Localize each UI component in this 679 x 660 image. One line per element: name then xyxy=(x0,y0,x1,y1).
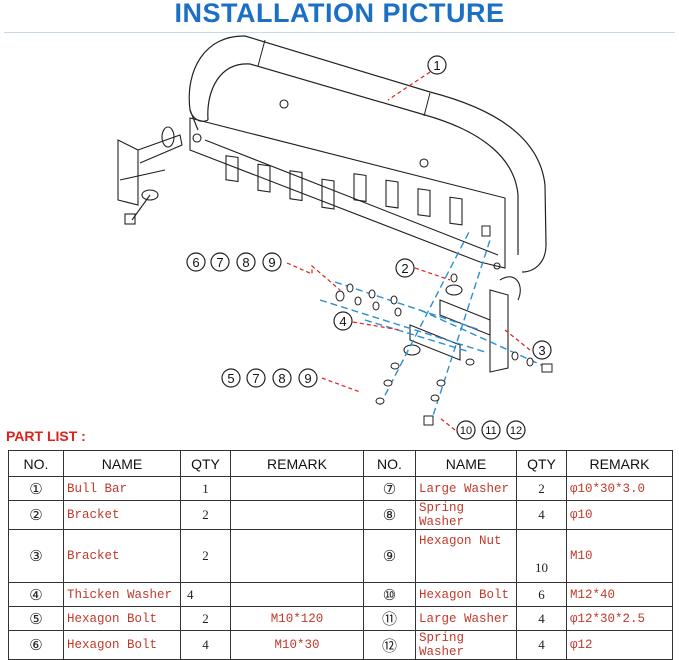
part-name: Hexagon Bolt xyxy=(63,630,181,660)
part-no: ⑥ xyxy=(8,630,64,660)
table-row: ④ Thicken Washer 4 ⑩ Hexagon Bolt 6 M12*… xyxy=(8,582,673,607)
header-no: NO. xyxy=(363,450,416,477)
svg-text:7: 7 xyxy=(216,255,223,270)
part-qty: 2 xyxy=(180,500,231,530)
svg-text:10: 10 xyxy=(460,425,472,437)
part-name: Thicken Washer xyxy=(63,582,181,607)
part-no: ⑦ xyxy=(363,476,416,501)
svg-text:1: 1 xyxy=(433,58,440,73)
part-remark: φ12*30*2.5 xyxy=(566,606,673,631)
callout-2: 2 xyxy=(395,258,415,278)
callout-6789: 6 7 8 9 xyxy=(186,252,282,272)
part-list-label: PART LIST : xyxy=(6,428,86,444)
table-row: ② Bracket 2 ⑧ Spring Washer 4 φ10 xyxy=(8,500,673,530)
svg-text:5: 5 xyxy=(227,371,234,386)
part-qty: 1 xyxy=(180,476,231,501)
assembly-axis-lines xyxy=(319,229,549,426)
part-name: Bracket xyxy=(63,500,181,530)
part-name: Hexagon Bolt xyxy=(63,606,181,631)
part-qty: 4 xyxy=(180,582,231,607)
callout-3: 3 xyxy=(532,340,552,360)
part-no: ⑪ xyxy=(363,606,416,631)
callout-1: 1 xyxy=(427,55,447,75)
part-no: ① xyxy=(8,476,64,501)
part-qty: 4 xyxy=(516,606,567,631)
svg-text:6: 6 xyxy=(192,255,199,270)
part-name: Hexagon Nut xyxy=(415,529,517,583)
part-no: ⑩ xyxy=(363,582,416,607)
installation-diagram: 1 2 3 4 6 7 8 9 5 7 8 9 10 11 12 xyxy=(117,35,553,440)
part-remark xyxy=(230,500,364,530)
part-remark xyxy=(230,582,364,607)
part-name: Bracket xyxy=(63,529,181,583)
part-remark xyxy=(230,529,364,583)
svg-text:9: 9 xyxy=(268,255,275,270)
table-row: ⑥ Hexagon Bolt 4 M10*30 ⑫ Spring Washer … xyxy=(8,630,673,660)
part-remark: φ12 xyxy=(566,630,673,660)
header-name: NAME xyxy=(415,450,517,477)
part-remark: M10*120 xyxy=(230,606,364,631)
part-list-table: NO. NAME QTY REMARK NO. NAME QTY REMARK … xyxy=(8,450,673,660)
svg-text:11: 11 xyxy=(485,425,496,437)
part-qty: 4 xyxy=(516,630,567,660)
part-name: Hexagon Bolt xyxy=(415,582,517,607)
header-remark: REMARK xyxy=(566,450,673,477)
part-qty: 6 xyxy=(516,582,567,607)
part-remark xyxy=(230,476,364,501)
part-remark: M10 xyxy=(566,529,673,583)
part-no: ⑧ xyxy=(363,500,416,530)
part-name: Spring Washer xyxy=(415,500,517,530)
skid-plate xyxy=(189,99,506,270)
svg-text:8: 8 xyxy=(242,255,249,270)
part-qty: 4 xyxy=(516,500,567,530)
part-no: ⑫ xyxy=(363,630,416,660)
part-no: ② xyxy=(8,500,64,530)
hardware xyxy=(335,225,553,426)
bull-bar xyxy=(188,35,547,273)
header-name: NAME xyxy=(63,450,181,477)
part-qty: 2 xyxy=(180,606,231,631)
header-no: NO. xyxy=(8,450,64,477)
title-divider xyxy=(4,32,675,33)
table-row: ① Bull Bar 1 ⑦ Large Washer 2 φ10*30*3.0 xyxy=(8,476,673,501)
part-qty: 10 xyxy=(516,529,567,583)
part-name: Bull Bar xyxy=(63,476,181,501)
part-remark: M10*30 xyxy=(230,630,364,660)
part-remark: φ10 xyxy=(566,500,673,530)
left-bracket xyxy=(117,126,183,225)
callout-4: 4 xyxy=(333,311,353,331)
table-header-row: NO. NAME QTY REMARK NO. NAME QTY REMARK xyxy=(8,450,673,477)
part-qty: 2 xyxy=(180,529,231,583)
part-remark: φ10*30*3.0 xyxy=(566,476,673,501)
svg-text:3: 3 xyxy=(538,343,545,358)
part-name: Large Washer xyxy=(415,606,517,631)
header-qty: QTY xyxy=(180,450,231,477)
table-row: ⑤ Hexagon Bolt 2 M10*120 ⑪ Large Washer … xyxy=(8,606,673,631)
part-no: ③ xyxy=(8,529,64,583)
svg-text:7: 7 xyxy=(252,371,259,386)
part-remark: M12*40 xyxy=(566,582,673,607)
right-bracket xyxy=(403,276,521,373)
part-qty: 2 xyxy=(516,476,567,501)
callout-101112: 10 11 12 xyxy=(456,420,526,440)
part-no: ④ xyxy=(8,582,64,607)
svg-text:2: 2 xyxy=(401,261,408,276)
svg-text:8: 8 xyxy=(278,371,285,386)
callout-leaders xyxy=(286,71,531,431)
svg-text:12: 12 xyxy=(510,425,522,437)
header-qty: QTY xyxy=(516,450,567,477)
callout-5789: 5 7 8 9 xyxy=(221,368,318,388)
part-name: Large Washer xyxy=(415,476,517,501)
table-row: ③ Bracket 2 ⑨ Hexagon Nut 10 M10 xyxy=(8,529,673,583)
page-title: INSTALLATION PICTURE xyxy=(174,0,505,28)
part-name: Spring Washer xyxy=(415,630,517,660)
svg-text:4: 4 xyxy=(339,314,346,329)
part-no: ⑤ xyxy=(8,606,64,631)
part-qty: 4 xyxy=(180,630,231,660)
header-remark: REMARK xyxy=(230,450,364,477)
svg-text:9: 9 xyxy=(304,371,311,386)
part-no: ⑨ xyxy=(363,529,416,583)
